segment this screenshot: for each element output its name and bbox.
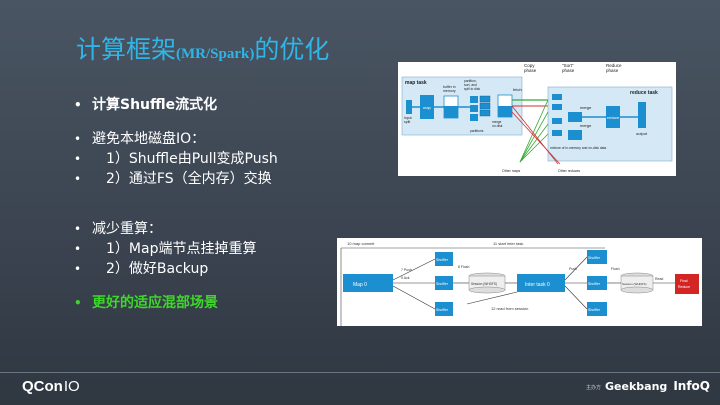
svg-text:reduce task: reduce task [630,90,658,96]
bullet-item: 2）做好Backup [74,259,374,279]
sort-phase-label: "Sort"phase [562,63,575,73]
svg-text:split: split [404,120,410,124]
svg-text:Push: Push [569,267,577,271]
svg-text:Inter task 0: Inter task 0 [525,282,550,288]
svg-text:9 Ack: 9 Ack [401,276,410,280]
svg-text:Shuffler: Shuffler [588,256,601,260]
svg-text:merge: merge [580,105,592,110]
bullet-item: 计算Shuffle流式化 [74,95,374,115]
bullet-item: 1）Map端节点挂掉重算 [74,239,374,259]
svg-text:Final: Final [680,279,688,283]
svg-text:fetch: fetch [513,87,522,92]
bullet-list: 计算Shuffle流式化 避免本地磁盘IO： 1）Shuffle由Pull变成P… [74,95,374,313]
bullet-item: 避免本地磁盘IO： [74,129,374,149]
svg-text:merge: merge [492,120,502,124]
svg-text:partition,: partition, [464,79,477,83]
svg-text:10 map commit: 10 map commit [347,241,375,246]
svg-text:mixture of in-memory and on-di: mixture of in-memory and on-disk data [550,146,606,150]
svg-text:Flush: Flush [611,267,620,271]
svg-text:Shuffler: Shuffler [436,308,449,312]
svg-text:7 Push: 7 Push [401,268,412,272]
svg-text:Map 0: Map 0 [353,282,367,288]
svg-text:reduce: reduce [607,115,620,120]
svg-text:Other maps: Other maps [502,169,521,173]
map0-block [343,274,393,292]
svg-text:Shuffler: Shuffler [588,308,601,312]
svg-text:8 Flush: 8 Flush [458,265,470,269]
push-shuffle-diagram: 10 map commit 11 start inter task Map 0 … [337,238,702,326]
svg-text:Shuffler: Shuffler [588,282,601,286]
svg-text:11 start inter task: 11 start inter task [493,241,523,246]
svg-text:buffer in: buffer in [443,85,456,89]
svg-text:spill to disk: spill to disk [464,87,480,91]
svg-text:Session (WHDFS): Session (WHDFS) [622,282,647,286]
svg-text:Shuffler: Shuffler [436,282,449,286]
bullet-item-highlight: 更好的适应混部场景 [74,293,374,313]
svg-text:Shuffler: Shuffler [436,258,449,262]
svg-text:sort, and: sort, and [464,83,477,87]
svg-text:on disk: on disk [492,124,503,128]
infoq-logo: InfoQ [673,379,710,393]
reduce-block [606,106,620,128]
qcon-logo: QConIO [22,378,80,395]
bullet-item: 1）Shuffle由Pull变成Push [74,149,374,169]
map-block [420,95,434,119]
bullet-item: 减少重算： [74,219,374,239]
svg-text:memory: memory [443,89,456,93]
svg-text:Read: Read [655,277,663,281]
svg-text:output: output [636,131,648,136]
map-task-label: map task [405,80,427,86]
svg-text:partitions: partitions [470,129,484,133]
footer-divider [0,372,720,373]
svg-text:merge: merge [580,123,592,128]
input-split-block [406,100,412,114]
inter-task-block [517,274,565,292]
final-reduce-block [675,274,699,294]
input-split-label: input [404,116,412,120]
geekbang-logo: Geekbang [605,380,668,393]
slide-title: 计算框架(MR/Spark)的优化 [76,35,330,64]
map-label: map [423,105,432,110]
svg-text:Reduce: Reduce [678,285,690,289]
bullet-item: 2）通过FS（全内存）交换 [74,169,374,189]
svg-text:Session (WHDFS): Session (WHDFS) [471,282,497,286]
svg-text:Other reduces: Other reduces [558,169,580,173]
svg-text:12 read from session: 12 read from session [491,306,528,311]
